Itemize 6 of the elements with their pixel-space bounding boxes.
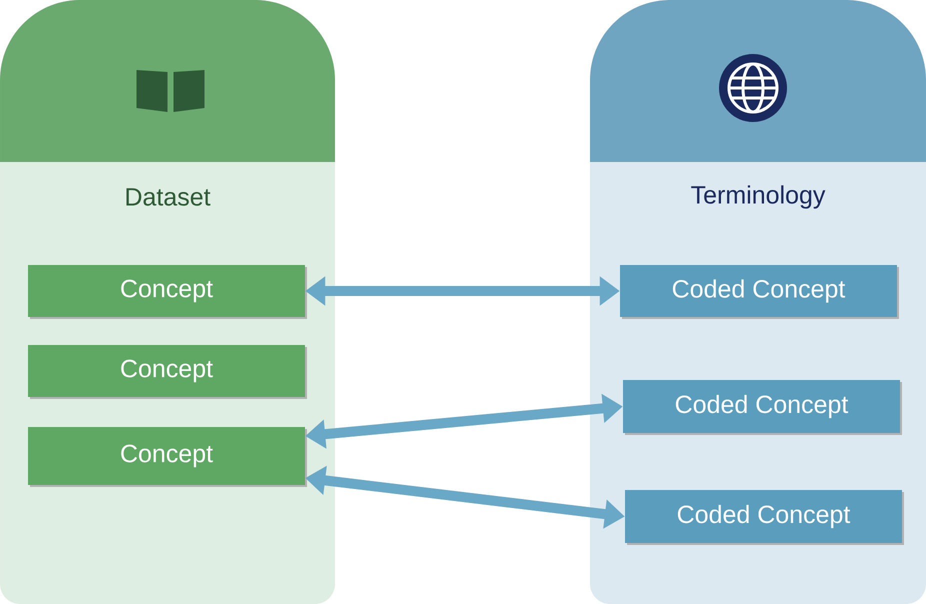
concept-box: Concept — [28, 344, 307, 399]
concept-box: Concept — [28, 265, 307, 319]
concept-box: Concept — [28, 426, 307, 487]
concept-box: Coded Concept — [625, 490, 904, 545]
concept-box: Coded Concept — [620, 265, 899, 319]
concept-box: Coded Concept — [623, 380, 902, 435]
